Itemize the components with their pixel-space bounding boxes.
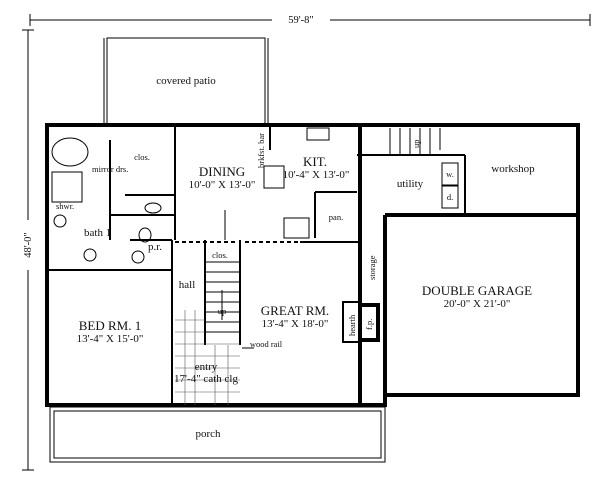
breakfast-bar-label: brkfst. bar: [256, 133, 266, 168]
hall-closet-label: clos.: [212, 250, 228, 260]
fixtures: [51, 127, 459, 343]
dryer: [441, 185, 459, 209]
dining-label: DINING: [199, 164, 245, 179]
dining-size: 10'-0" X 13'-0": [189, 179, 256, 191]
shower: [51, 171, 83, 203]
toilet: [138, 227, 152, 243]
bedroom1-label: BED RM. 1: [79, 318, 141, 333]
range: [263, 165, 285, 189]
covered-patio-label: covered patio: [156, 75, 216, 87]
workshop-label: workshop: [491, 163, 535, 175]
hall-label: hall: [179, 279, 196, 291]
ceiling-label: 17'-4" cath clg: [174, 373, 238, 385]
kitchen-size: 10'-4" X 13'-0": [283, 169, 350, 181]
dryer-label: d.: [447, 192, 453, 202]
storage-label: storage: [367, 255, 377, 280]
depth-dimension: 48'-0": [21, 29, 35, 471]
overall-width-label: 59'-8": [288, 15, 313, 26]
sink: [53, 214, 67, 228]
wood-rail-label: wood rail: [250, 339, 283, 349]
rear-stairs: [389, 128, 441, 155]
great-room-size: 13'-4" X 18'-0": [262, 318, 329, 330]
shower-label: shwr.: [56, 201, 74, 211]
utility-label: utility: [397, 178, 424, 190]
porch-label: porch: [195, 428, 221, 440]
sink: [83, 248, 97, 262]
bedroom1-size: 13'-4" X 15'-0": [77, 333, 144, 345]
width-dimension: 59'-8": [29, 12, 591, 26]
entry-tile: [175, 310, 240, 405]
porch: porch: [49, 406, 386, 463]
main-stairs: [205, 261, 240, 333]
washer: [441, 162, 459, 186]
covered-patio: covered patio: [103, 37, 269, 125]
tub: [51, 137, 89, 167]
overall-depth-label: 48'-0": [23, 232, 34, 257]
rear-stair-up-label: up: [411, 140, 421, 149]
fireplace-label: f.p.: [364, 319, 374, 330]
bath1-label: bath 1: [84, 227, 111, 239]
garage-label: DOUBLE GARAGE: [422, 283, 532, 298]
entry-label: entry: [195, 361, 218, 373]
powder-room-label: p.r.: [148, 241, 162, 253]
fireplace: [360, 303, 380, 342]
stair-up-label: up: [218, 306, 227, 316]
hearth-label: hearth: [347, 314, 357, 336]
great-room-label: GREAT RM.: [261, 303, 329, 318]
sink: [131, 250, 145, 264]
washer-label: w.: [446, 169, 454, 179]
toilet: [144, 202, 162, 214]
closet-label: clos.: [134, 152, 150, 162]
mirror-doors-label: mirror drs.: [92, 164, 128, 174]
garage-size: 20'-0" X 21'-0": [444, 298, 511, 310]
interior-walls: [47, 125, 466, 405]
pantry-label: pan.: [329, 212, 343, 222]
dishwasher: [283, 217, 310, 239]
kitchen-sink: [306, 127, 330, 141]
kitchen-label: KIT.: [303, 154, 327, 169]
hearth: [342, 301, 361, 343]
